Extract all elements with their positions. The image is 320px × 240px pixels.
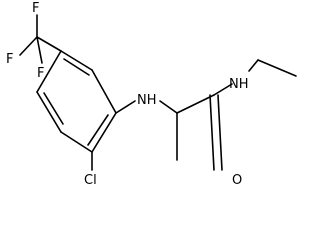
structure-canvas: F F F NH NH Cl O xyxy=(6,1,297,188)
bond-c-f-bottom xyxy=(36,36,43,64)
atom-f-top: F xyxy=(32,1,39,16)
bonds xyxy=(19,14,297,171)
bond-carbonyl-o-2 xyxy=(217,94,223,171)
atom-f-left: F xyxy=(6,52,13,67)
bond-nh-ethyl xyxy=(248,59,259,72)
bond-ethyl xyxy=(257,59,297,77)
molecule-drawing: F F F NH NH Cl O xyxy=(6,1,297,188)
bond-ch-carbonyl xyxy=(176,94,215,114)
bond-cf3-ring xyxy=(36,36,62,52)
ring-bond-e xyxy=(36,91,62,133)
ring-bond-b xyxy=(91,69,117,114)
ring-bond-d xyxy=(60,131,93,153)
bond-ring-nh xyxy=(115,100,136,114)
bond-c-f-left xyxy=(19,36,38,56)
atom-nh-amide: NH xyxy=(229,77,249,92)
ring-bond-f xyxy=(36,50,62,93)
atom-f-bottom: F xyxy=(37,66,44,81)
ring-bond-a xyxy=(60,50,93,71)
bond-nh-ch xyxy=(159,100,178,114)
bond-carbonyl-o-1 xyxy=(209,94,215,171)
ring-double-bond-3 xyxy=(43,92,64,125)
atom-o: O xyxy=(232,173,242,188)
ring-double-bond-1 xyxy=(63,58,90,76)
atom-nh-amine: NH xyxy=(137,93,157,108)
atom-cl: Cl xyxy=(84,173,97,188)
atom-labels: F F F NH NH Cl O xyxy=(6,1,249,188)
ring-double-bond-2 xyxy=(87,114,109,146)
ring-bond-c xyxy=(91,112,117,153)
bond-carbonyl-nh xyxy=(213,83,233,96)
